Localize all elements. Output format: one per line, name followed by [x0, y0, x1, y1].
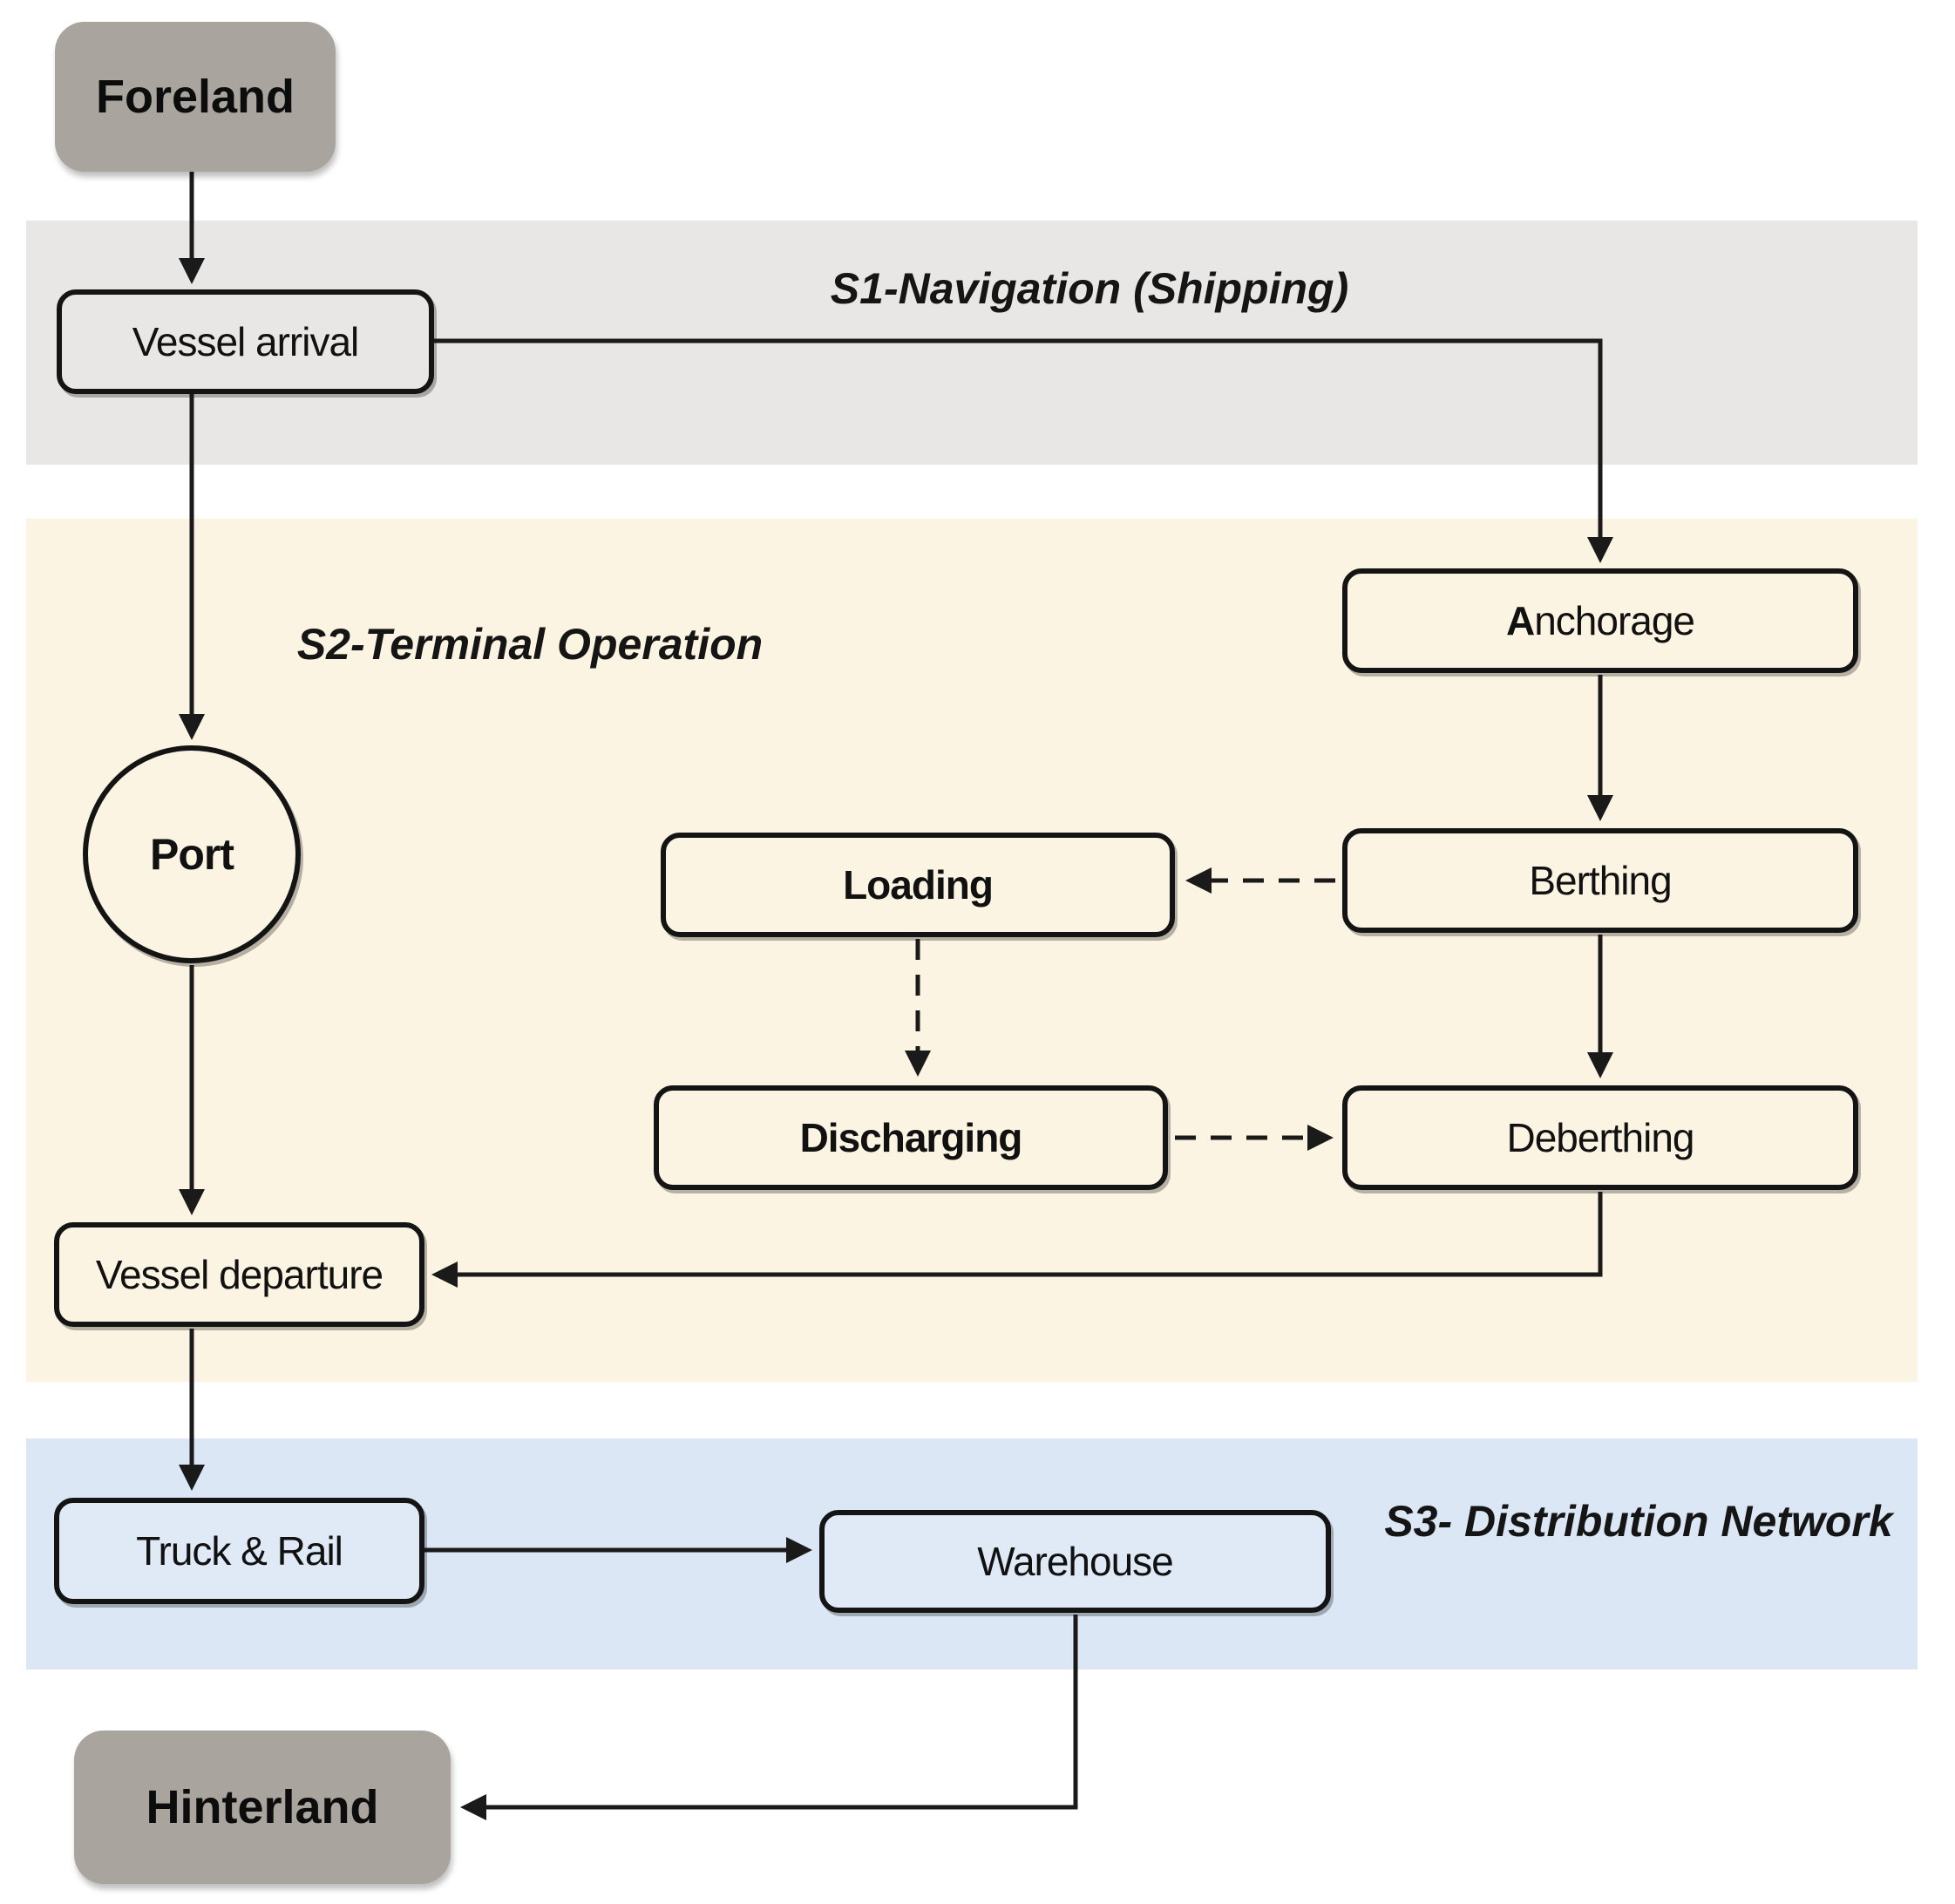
node-vessel-arrival-label: Vessel arrival	[132, 319, 360, 364]
node-vessel-arrival: Vessel arrival	[57, 289, 434, 394]
node-warehouse: Warehouse	[819, 1510, 1331, 1613]
node-vessel-departure: Vessel departure	[54, 1222, 424, 1327]
node-anchorage-label: Anchorage	[1505, 598, 1695, 643]
band-title-s2: S2-Terminal Operation	[296, 620, 764, 669]
band-title-s1: S1-Navigation (Shipping)	[830, 264, 1349, 313]
edge-vessel-arrival-to-anchorage	[434, 338, 1613, 563]
node-deberthing: Deberthing	[1342, 1085, 1858, 1190]
node-discharging: Discharging	[654, 1085, 1168, 1190]
node-foreland-label: Foreland	[95, 71, 295, 123]
node-hinterland-label: Hinterland	[146, 1781, 379, 1833]
node-loading: Loading	[661, 833, 1175, 937]
node-truck-rail: Truck & Rail	[54, 1498, 424, 1604]
node-warehouse-label: Warehouse	[977, 1539, 1174, 1584]
node-port: Port	[83, 745, 301, 963]
node-berthing: Berthing	[1342, 828, 1858, 933]
band-title-s3: S3- Distribution Network	[1384, 1497, 1893, 1546]
node-truck-rail-label: Truck & Rail	[136, 1528, 343, 1574]
node-hinterland: Hinterland	[74, 1731, 451, 1884]
node-foreland: Foreland	[55, 22, 336, 172]
node-anchorage: Anchorage	[1342, 568, 1858, 673]
edge-warehouse-to-hinterland	[460, 1615, 1078, 1820]
node-vessel-departure-label: Vessel departure	[95, 1252, 384, 1297]
node-deberthing-label: Deberthing	[1506, 1115, 1694, 1160]
node-port-label: Port	[150, 830, 234, 879]
node-discharging-label: Discharging	[799, 1115, 1023, 1160]
node-loading-label: Loading	[843, 862, 994, 908]
node-berthing-label: Berthing	[1529, 858, 1672, 903]
edge-deberthing-to-vessel-departure	[431, 1192, 1603, 1288]
